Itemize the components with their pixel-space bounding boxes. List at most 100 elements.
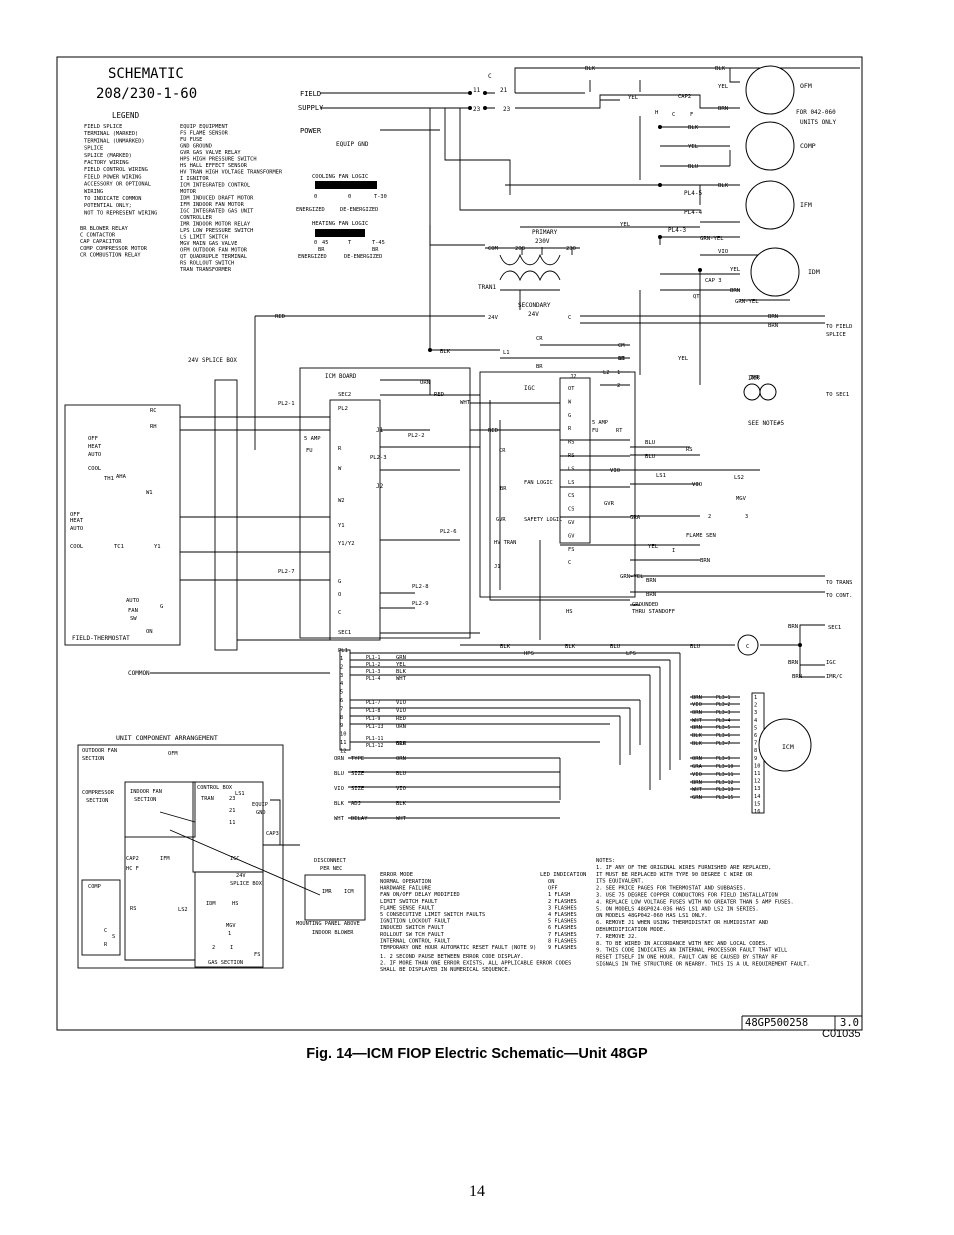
arrangement-label: R <box>104 942 108 948</box>
pl1-row: 8 <box>340 715 343 721</box>
thermostat-label: Y1 <box>154 544 161 550</box>
arrangement-label: LS2 <box>178 907 188 913</box>
igc-terminal: OT <box>568 386 575 392</box>
wire-color-label: BLU <box>690 644 700 650</box>
heating-logic-state: DE-ENERGIZED <box>344 254 382 260</box>
arrangement-label: GND <box>256 810 266 816</box>
error-mode: FLAME SENSE FAULT <box>380 905 435 911</box>
to-field-splice: TO FIELD <box>826 324 853 330</box>
thermostat-label: AUTO <box>70 526 83 532</box>
error-mode: TEMPORARY ONE HOUR AUTOMATIC RESET FAULT… <box>380 945 536 951</box>
pl3-wire-color: ORN <box>692 710 702 716</box>
wire-color-label: BLK <box>585 66 596 72</box>
pl3-wire-color: ORN <box>692 756 702 762</box>
thermostat-label: SW <box>130 616 137 622</box>
pl3-tag: PL3-12 <box>716 780 733 786</box>
pl1-row: 4 <box>340 681 343 687</box>
motor-label: COMP <box>800 142 816 150</box>
wire-color-label: RED <box>488 428 499 434</box>
schematic-note: 8. TO BE WIRED IN ACCORDANCE WITH NEC AN… <box>596 941 768 947</box>
legend-abbrev: CONTROLLER <box>180 215 213 221</box>
arrangement-label: SECTION <box>86 798 108 804</box>
to-sec1: TO SEC1 <box>826 392 849 398</box>
component-label: LPS <box>626 651 636 657</box>
field-label: FIELD <box>300 90 321 98</box>
legend-abbrev: FS FLAME SENSOR <box>180 131 229 137</box>
transformer-tap: 230 <box>566 246 576 252</box>
legend-abbrev: MOTOR <box>180 189 197 195</box>
legend-abbrev: C CONTACTOR <box>80 233 116 239</box>
pl3-tag: PL3-7 <box>716 741 731 747</box>
icm-board-terminal: O <box>338 592 341 598</box>
pl1-tag: PL1-1 <box>366 655 381 661</box>
arrangement-label: 23 <box>229 796 235 802</box>
arrangement-label: CAP3 <box>266 831 279 837</box>
igc-terminal: FS <box>568 547 574 553</box>
thermostat-label: RC <box>150 408 157 414</box>
igc-part: CR <box>499 448 506 454</box>
arrangement-label: OUTDOOR FAN <box>82 748 117 754</box>
dip-label: SIZE <box>351 786 364 792</box>
schematic-note: IT MUST BE REPLACED WITH TYPE 90 DEGREE … <box>596 872 753 878</box>
pl1-wire-color: WHT <box>396 676 407 682</box>
schematic-note: 7. REMOVE J2. <box>596 934 637 940</box>
wire-color-label: BLK <box>688 125 699 131</box>
wire-color-label: YEL <box>688 144 699 150</box>
led-indication: 2 FLASHES <box>548 899 577 905</box>
legend-abbrev: IGC INTEGRATED GAS UNIT <box>180 209 254 215</box>
igc-part: 5 AMP <box>592 420 608 426</box>
legend-abbrev: HS HALL EFFECT SENSOR <box>180 163 248 169</box>
dip-wire: VIO <box>334 786 344 792</box>
legend-abbrev: BR BLOWER RELAY <box>80 226 129 232</box>
legend-symbol-label: NOT TO REPRESENT WIRING <box>84 210 157 216</box>
pl1-wire-color: GRN <box>396 655 406 661</box>
pl1-tag: PL1-2 <box>366 662 381 668</box>
wire-color-label: BRN <box>646 578 656 584</box>
wire-color-label: RED <box>434 392 445 398</box>
transformer-tap: COM <box>488 246 499 252</box>
icm-board-terminal: Y1 <box>338 523 345 529</box>
plug-label: PL4-4 <box>684 209 702 216</box>
wire-color-label: VIO <box>692 482 703 488</box>
wire-color-label: GRN-YEL <box>620 574 644 580</box>
fuse-label: 5 AMP <box>304 436 321 442</box>
thermostat-label: TH1 <box>104 476 114 482</box>
arrangement-label: IGC <box>230 856 240 862</box>
pl3-pin: 11 <box>754 771 760 777</box>
pl1-tag: PL1-13 <box>366 724 383 730</box>
schematic-note: 6. REMOVE J1 WHEN USING THERMIDISTAT OR … <box>596 920 768 926</box>
dip-out-color: WHT <box>396 816 407 822</box>
error-mode: HARDWARE FAILURE <box>380 886 431 892</box>
arrangement-label: RS <box>130 906 136 912</box>
relay-terminal: CM <box>618 343 625 349</box>
arrangement-label: PER NEC <box>320 866 342 872</box>
pl1-row: 7 <box>340 706 343 712</box>
pl3-pin: 15 <box>754 801 760 807</box>
legend-abbrev: TRAN TRANSFORMER <box>180 267 232 273</box>
pl3-tag: PL3-11 <box>716 772 733 778</box>
cooling-logic-state: ENERGIZED <box>296 207 325 213</box>
dip-wire: ORN <box>334 756 344 762</box>
component-label: RS <box>686 447 693 453</box>
capacitor-label: CAP2 <box>678 94 691 100</box>
pl1-tag: PL1-12 <box>366 743 383 749</box>
igc-terminal: R <box>568 426 572 432</box>
capacitor-label: QT <box>693 294 700 300</box>
legend-symbol-label: TERMINAL (MARKED) <box>84 131 138 137</box>
cooling-logic-tick: 0 <box>348 194 351 200</box>
icm-board-terminal: W2 <box>338 498 345 504</box>
error-table-head: LED INDICATION <box>540 872 586 878</box>
pl1-wire-color: VIO <box>396 700 406 706</box>
arrangement-label: SECTION <box>134 797 156 803</box>
relay-terminal: L2 <box>603 370 610 376</box>
pl1-tag: PL1-3 <box>366 669 381 675</box>
component-label: LS2 <box>734 475 744 481</box>
wire-color-label: VIO <box>718 249 729 255</box>
thermostat-label: AHA <box>116 474 127 480</box>
equip-gnd-label: EQUIP GND <box>336 141 369 148</box>
led-indication: ON <box>548 879 554 885</box>
thermostat-label: ON <box>146 629 153 635</box>
pl3-pin: 6 <box>754 733 757 739</box>
component-label: IGC <box>826 660 836 666</box>
legend-abbrev: IMR INDOOR MOTOR RELAY <box>180 222 251 228</box>
